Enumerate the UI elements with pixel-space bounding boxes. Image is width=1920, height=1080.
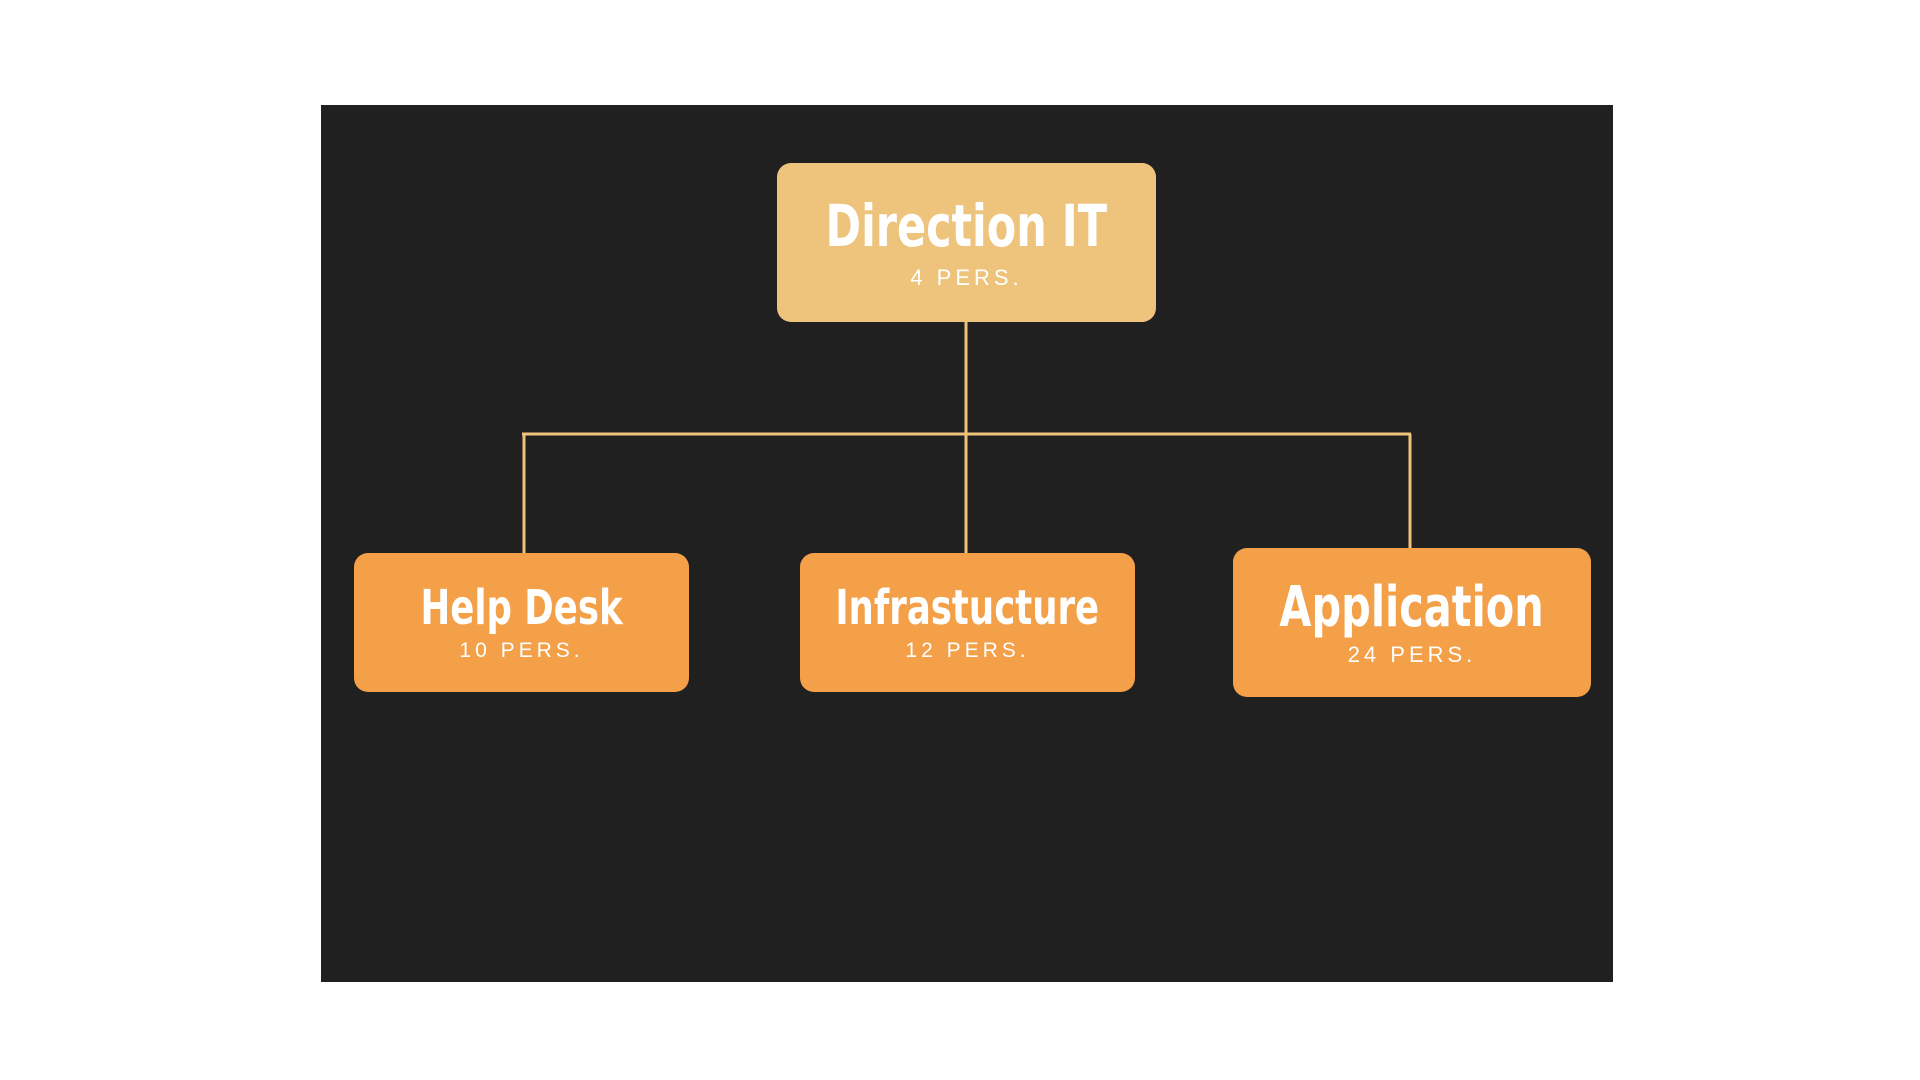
connector-lines bbox=[522, 322, 1412, 553]
node-headcount: 24 PERS. bbox=[1347, 641, 1477, 667]
node-title: Application bbox=[1279, 574, 1545, 640]
org-chart-canvas: Direction IT 4 PERS. Help Desk 10 PERS. … bbox=[321, 105, 1613, 982]
node-title: Help Desk bbox=[420, 580, 623, 636]
node-headcount: 10 PERS. bbox=[459, 639, 584, 662]
node-help-desk: Help Desk 10 PERS. bbox=[354, 553, 689, 692]
node-title: Infrastucture bbox=[835, 580, 1100, 636]
node-application: Application 24 PERS. bbox=[1233, 548, 1591, 697]
node-headcount: 12 PERS. bbox=[905, 639, 1030, 662]
node-title: Direction IT bbox=[825, 191, 1108, 260]
node-headcount: 4 PERS. bbox=[910, 264, 1023, 290]
node-direction-it: Direction IT 4 PERS. bbox=[777, 163, 1156, 322]
node-infrastucture: Infrastucture 12 PERS. bbox=[800, 553, 1135, 692]
